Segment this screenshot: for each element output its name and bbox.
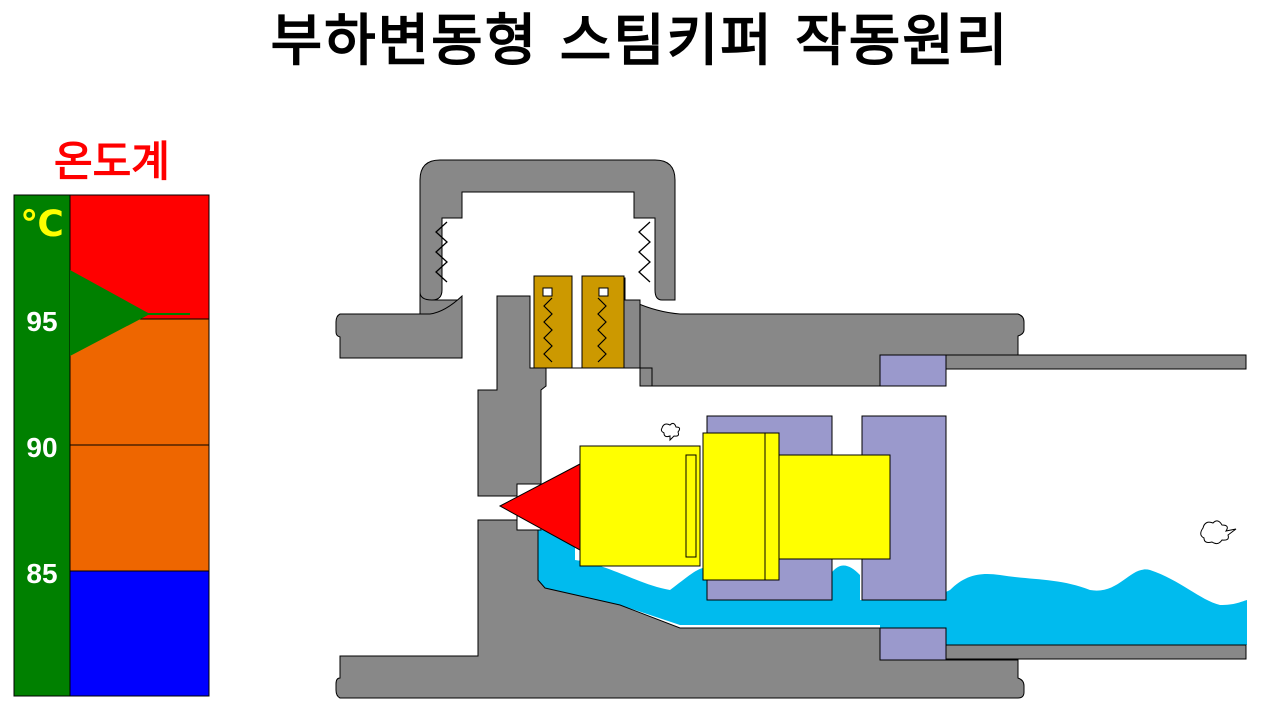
insert-thread-left bbox=[543, 297, 553, 363]
lower-pipe bbox=[945, 644, 1247, 660]
gauge-pointer bbox=[70, 270, 150, 356]
element-shaft bbox=[579, 445, 701, 567]
upper-pipe bbox=[945, 354, 1247, 370]
upper-body-right bbox=[621, 278, 1025, 387]
steam-puff-large bbox=[1200, 520, 1237, 545]
gauge-title: 온도계 bbox=[54, 137, 170, 186]
gauge-tick-90: 90 bbox=[26, 432, 58, 463]
page-title: 부하변동형 스팀키퍼 작동원리 bbox=[270, 9, 1010, 74]
cap-thread-right bbox=[638, 221, 651, 283]
gauge-zone-cold bbox=[69, 570, 210, 697]
water-area bbox=[538, 530, 1247, 645]
valve-stem-body bbox=[477, 295, 547, 497]
gauge-tick-95: 95 bbox=[26, 306, 58, 337]
cap bbox=[419, 159, 676, 301]
insert-thread-right bbox=[597, 297, 607, 363]
upper-sleeve bbox=[879, 354, 947, 387]
lower-body bbox=[335, 519, 1025, 699]
element-body bbox=[702, 432, 780, 581]
gauge-scale-bar bbox=[13, 194, 71, 697]
upper-body-left-flange bbox=[335, 294, 463, 359]
cap-thread-left bbox=[435, 221, 448, 283]
gauge-unit-label: ℃ bbox=[20, 204, 64, 245]
element-band bbox=[685, 454, 697, 558]
thread-insert-left bbox=[533, 275, 573, 369]
gauge-zone-warm-lower bbox=[69, 444, 210, 572]
valve-tip bbox=[498, 463, 581, 551]
lower-sleeve bbox=[879, 627, 947, 661]
gauge-tick-85: 85 bbox=[26, 558, 58, 589]
thread-insert-left-slot bbox=[542, 287, 553, 297]
element-rear bbox=[778, 454, 891, 560]
steam-puff-small bbox=[660, 422, 681, 442]
thread-insert-right-slot bbox=[598, 287, 609, 297]
